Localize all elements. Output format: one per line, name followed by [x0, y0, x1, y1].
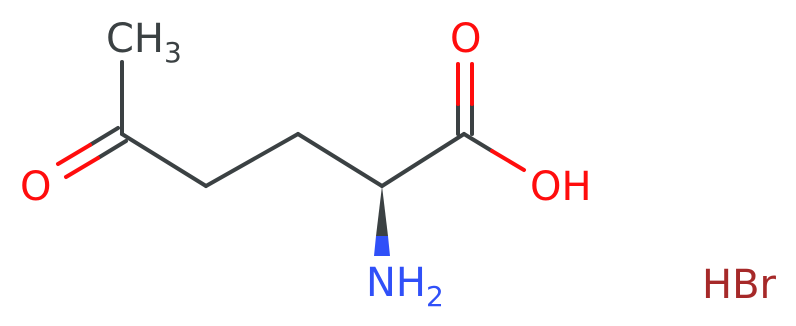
bond-c4-c3: [204, 132, 300, 188]
bonds: [56, 60, 526, 256]
bond-c5-o-double-b-o: [64, 156, 100, 179]
bond-c2-c1: [380, 132, 466, 188]
atom-ketone-oxygen: O: [20, 164, 51, 210]
atom-amine: NH2: [366, 260, 444, 313]
atom-labels: CH3 O O OH NH2 HBr: [20, 16, 777, 313]
bond-c5-o-double-a-c: [88, 126, 120, 147]
atom-methyl: CH3: [106, 16, 182, 69]
counterion-hbr: HBr: [702, 262, 777, 308]
bond-c1-oh-o-half: [490, 149, 526, 172]
bond-c5-o-double-a-o: [56, 143, 92, 166]
bond-c1-oh: [462, 132, 494, 153]
bond-c3-c2: [296, 132, 384, 188]
bond-c5-c4: [120, 132, 208, 188]
stereo-wedge-n-end: [374, 236, 390, 256]
stereo-wedge-c2-n: [376, 186, 388, 236]
atom-carbonyl-oxygen: O: [450, 16, 481, 62]
bond-c5-o-double-b-c: [96, 139, 128, 160]
atom-hydroxyl: OH: [530, 164, 592, 210]
